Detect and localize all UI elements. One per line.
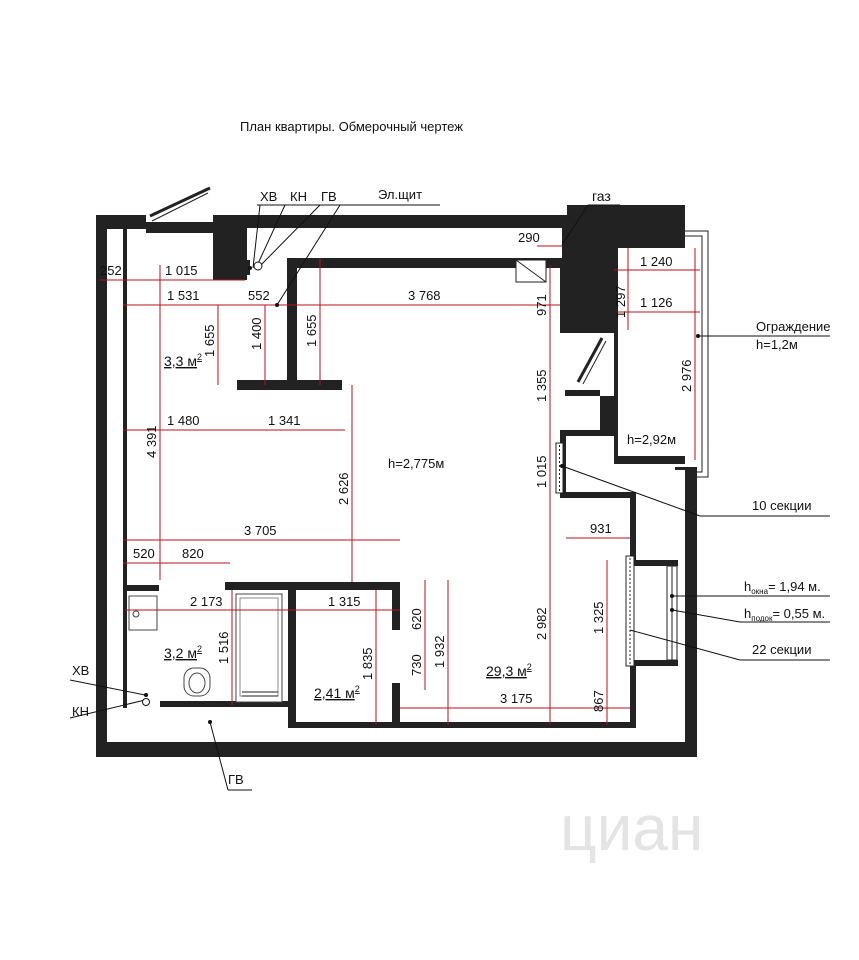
radiator-22-label: 22 секции — [752, 642, 811, 657]
dim-3768: 3 768 — [408, 288, 441, 303]
railing-label: Ограждение — [756, 319, 831, 334]
dim-2626: 2 626 — [336, 472, 351, 505]
riser-hv-top: ХВ — [260, 189, 277, 204]
riser-gv-top: ГВ — [321, 189, 337, 204]
dim-1655-right: 1 655 — [304, 314, 319, 347]
window-height-label: hокна= 1,94 м. — [744, 579, 821, 596]
balcony-railing — [685, 230, 709, 478]
riser-dots — [142, 261, 700, 724]
dim-1400: 1 400 — [249, 317, 264, 350]
dim-1126: 1 126 — [640, 295, 673, 310]
gas-stove — [515, 259, 547, 283]
gas-label: газ — [592, 188, 611, 204]
shower-grid — [242, 691, 278, 697]
dim-931: 931 — [590, 521, 612, 536]
dim-1932: 1 932 — [432, 635, 447, 668]
dim-552: 552 — [248, 288, 270, 303]
area-main: 29,3 м2 — [486, 662, 532, 679]
railing-height: h=1,2м — [756, 337, 798, 352]
dim-1531: 1 531 — [167, 288, 200, 303]
dim-1516: 1 516 — [216, 631, 231, 664]
dim-971: 971 — [534, 294, 549, 316]
dim-1341: 1 341 — [268, 413, 301, 428]
ceiling-main: h=2,775м — [388, 456, 444, 471]
drawing-title: План квартиры. Обмерочный чертеж — [240, 119, 463, 134]
entry-door — [149, 186, 211, 222]
dim-1297: 1 297 — [613, 285, 628, 318]
dim-3705: 3 705 — [244, 523, 277, 538]
dim-1015-top: 1 015 — [165, 263, 198, 278]
watermark: циан — [560, 792, 703, 864]
radiator-10-label: 10 секции — [752, 498, 811, 513]
area-closet: 2,41 м2 — [314, 684, 360, 701]
dim-730: 730 — [409, 654, 424, 676]
dim-1355: 1 355 — [534, 369, 549, 402]
riser-kn-left: КН — [72, 704, 89, 719]
window-right — [666, 565, 678, 661]
dim-252: 252 — [100, 263, 122, 278]
sink — [128, 595, 158, 631]
dim-1835: 1 835 — [360, 647, 375, 680]
dim-290: 290 — [518, 230, 540, 245]
annotations: ХВ КН ГВ Эл.щит газ Ограждение h=1,2м 10… — [72, 187, 831, 787]
dim-620: 620 — [409, 608, 424, 630]
dim-1015-right: 1 015 — [534, 455, 549, 488]
dimension-lines — [100, 245, 700, 725]
area-bath: 3,2 м2 — [164, 644, 202, 661]
bathtub — [235, 593, 283, 703]
dim-2976: 2 976 — [679, 359, 694, 392]
leader-lines — [69, 204, 830, 791]
dim-3175: 3 175 — [500, 691, 533, 706]
sill-height-label: hподок= 0,55 м. — [744, 606, 825, 623]
electric-panel-label: Эл.щит — [378, 187, 422, 202]
dim-1240: 1 240 — [640, 254, 673, 269]
dim-2173: 2 173 — [190, 594, 223, 609]
balcony-door — [576, 337, 607, 385]
dim-4391: 4 391 — [144, 425, 159, 458]
dim-2982: 2 982 — [534, 607, 549, 640]
ceiling-balcony: h=2,92м — [627, 432, 676, 447]
radiator-10 — [555, 442, 564, 494]
area-entry: 3,3 м2 — [164, 352, 202, 369]
dim-1325: 1 325 — [591, 601, 606, 634]
riser-kn-top: КН — [290, 189, 307, 204]
toilet — [183, 667, 211, 697]
dim-820: 820 — [182, 546, 204, 561]
riser-hv-left: ХВ — [72, 663, 89, 678]
dim-1315: 1 315 — [328, 594, 361, 609]
dim-1480: 1 480 — [167, 413, 200, 428]
dim-1655-left: 1 655 — [202, 324, 217, 357]
dim-520: 520 — [133, 546, 155, 561]
riser-gv-bottom: ГВ — [228, 772, 244, 787]
dim-867: 867 — [591, 690, 606, 712]
